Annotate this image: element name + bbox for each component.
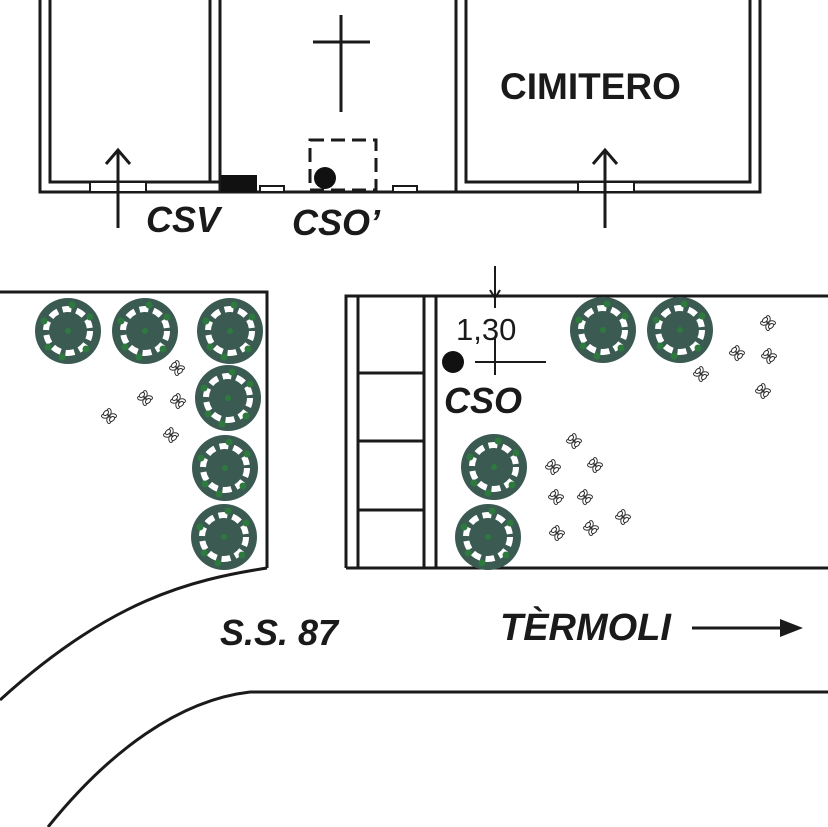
arrow-up-icon bbox=[104, 147, 132, 228]
cross-icon bbox=[313, 15, 370, 112]
road-label: S.S. 87 bbox=[220, 612, 339, 653]
cso-label: CSO bbox=[444, 380, 523, 421]
cemetery-label: CIMITERO bbox=[500, 66, 681, 107]
bush-group-left bbox=[35, 298, 263, 570]
direction-label: TÈRMOLI bbox=[500, 607, 671, 649]
left-green-area bbox=[0, 290, 269, 702]
arrow-right-icon bbox=[692, 619, 803, 637]
cso-prime-marker-icon bbox=[314, 167, 336, 189]
csv-label: CSV bbox=[146, 199, 221, 240]
right-green-area bbox=[344, 294, 828, 570]
black-block bbox=[221, 175, 257, 192]
measure-line bbox=[475, 266, 546, 375]
cso-marker-icon bbox=[442, 351, 464, 373]
measure-label: 1,30 bbox=[456, 312, 517, 347]
road-edge bbox=[46, 690, 828, 827]
arrow-up-icon bbox=[591, 147, 619, 228]
dashed-box bbox=[308, 138, 378, 192]
cso-prime-label: CSO’ bbox=[292, 202, 381, 243]
